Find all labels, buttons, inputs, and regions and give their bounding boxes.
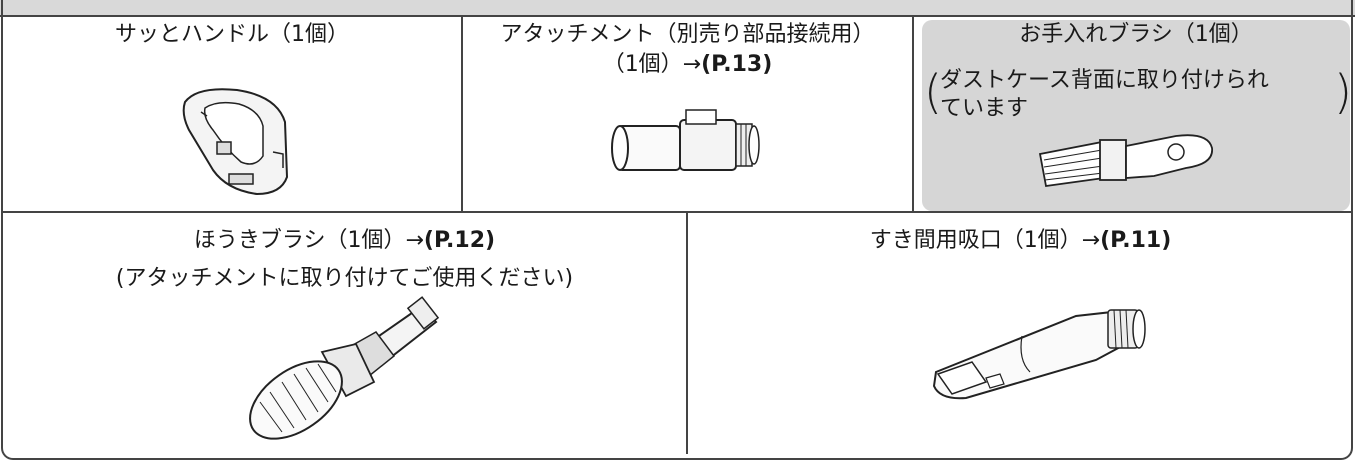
divider-h xyxy=(1,211,1353,213)
item-title: アタッチメント（別売り部品接続用） xyxy=(500,22,875,47)
attachment-illustration xyxy=(611,109,760,171)
header-bar xyxy=(0,0,1355,17)
page-ref[interactable]: (P.11) xyxy=(1100,228,1172,253)
cell-cleaning-brush: お手入れブラシ（1個） xyxy=(922,20,1350,50)
item-title: サッとハンドル（1個） xyxy=(115,22,349,47)
item-subtitle: （1個）→(P.13) xyxy=(602,52,773,77)
item-title: すき間用吸口（1個）→(P.11) xyxy=(869,228,1172,253)
item-note: (アタッチメントに取り付けてご使用ください) xyxy=(115,266,574,291)
page-ref[interactable]: (P.13) xyxy=(701,52,773,77)
divider-v2 xyxy=(912,17,914,211)
cell-broom-brush: ほうきブラシ（1個）→(P.12) (アタッチメントに取り付けてご使用ください) xyxy=(3,226,686,294)
cell-handle: サッとハンドル（1個） xyxy=(3,20,461,50)
broom-brush-illustration xyxy=(249,296,440,440)
cell-attachment: アタッチメント（別売り部品接続用） （1個）→(P.13) xyxy=(463,20,912,80)
divider-v3 xyxy=(686,213,688,454)
divider-v1 xyxy=(461,17,463,211)
cleaning-brush-illustration xyxy=(1038,134,1213,188)
crevice-nozzle-illustration xyxy=(932,309,1146,400)
item-title: ほうきブラシ（1個）→(P.12) xyxy=(193,228,496,253)
item-title: お手入れブラシ（1個） xyxy=(1019,22,1253,47)
highlight-cell-bg xyxy=(922,20,1350,211)
item-note-line2: ています xyxy=(940,96,1029,121)
paren-right: ) xyxy=(1334,65,1352,119)
cell-crevice-nozzle: すき間用吸口（1個）→(P.11) xyxy=(688,226,1353,256)
page-ref[interactable]: (P.12) xyxy=(423,228,496,253)
handle-illustration xyxy=(182,88,289,196)
paren-left: ( xyxy=(924,65,942,119)
item-note-line1: ダストケース背面に取り付けられ xyxy=(940,68,1269,93)
